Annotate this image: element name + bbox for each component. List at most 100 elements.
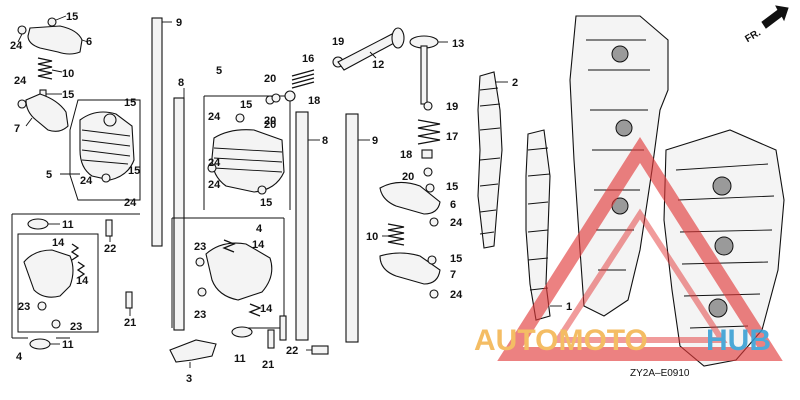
rocker-shaft-9-left[interactable]: [151, 17, 163, 247]
camshafts: [477, 71, 562, 321]
washer-20-right[interactable]: [423, 167, 433, 177]
nut-23-left-a[interactable]: [37, 301, 47, 311]
nut-23-middle-b[interactable]: [197, 287, 207, 297]
cylinder-heads: [569, 15, 785, 367]
rocker-shaft-9-center[interactable]: [345, 113, 359, 343]
callout-14: 14: [252, 239, 265, 251]
valve-12[interactable]: [337, 33, 397, 71]
cylinder-head-rear[interactable]: [569, 15, 669, 317]
callout-numbers: 15 24 6 10 24 15 7 9 8 15 5 24 15 24 11 …: [10, 11, 572, 385]
rocker-shaft-8-left[interactable]: [173, 97, 185, 331]
diagram-code: ZY2A–E0910: [630, 368, 690, 379]
callout-24: 24: [80, 175, 93, 187]
rocker-stack-middle[interactable]: [211, 129, 285, 193]
callout-21: 21: [262, 359, 274, 371]
valve-spring-17[interactable]: [417, 119, 441, 145]
rocker-arm-7-right[interactable]: [379, 252, 441, 285]
arrow-up-right-icon: [761, 5, 789, 29]
callout-7: 7: [14, 123, 20, 135]
callout-10: 10: [366, 231, 378, 243]
rocker-arm-sub-middle[interactable]: [205, 242, 273, 301]
callout-12: 12: [372, 59, 384, 71]
valve-head-12[interactable]: [391, 27, 405, 49]
stack-pin-left[interactable]: [103, 113, 117, 127]
bolt-15-right-a[interactable]: [425, 183, 435, 193]
seal-18-right[interactable]: [421, 149, 433, 159]
rocker-shaft-8-center[interactable]: [295, 111, 309, 341]
camshaft-1[interactable]: [525, 129, 551, 321]
bolt-22-left[interactable]: [105, 219, 113, 237]
callout-24: 24: [208, 157, 221, 169]
callout-11: 11: [234, 353, 246, 365]
watermark-triangle-icon: [497, 136, 783, 361]
rocker-arm-sub-left[interactable]: [23, 249, 74, 298]
bolt-21-middle-b[interactable]: [279, 315, 287, 341]
callout-14: 14: [76, 275, 89, 287]
valve-stem-13[interactable]: [420, 45, 428, 105]
callout-15: 15: [124, 97, 136, 109]
bolt-22-center[interactable]: [311, 345, 329, 355]
washer-11-middle[interactable]: [231, 326, 253, 338]
callout-7: 7: [450, 269, 456, 281]
callout-15: 15: [62, 89, 74, 101]
nut-left-mid[interactable]: [17, 99, 27, 109]
front-direction-indicator: FR.: [743, 5, 789, 45]
rocker-arm-top-left[interactable]: [27, 25, 83, 55]
stack-bolt-middle[interactable]: [235, 113, 245, 123]
watermark-brand-part2: HUB: [706, 324, 771, 357]
spring-14-middle-b[interactable]: [248, 303, 262, 317]
callout-15: 15: [446, 181, 458, 193]
bracket-3[interactable]: [169, 339, 217, 363]
cotter-19-right[interactable]: [423, 101, 433, 111]
nut-23-left-b[interactable]: [51, 319, 61, 329]
spring-10-right[interactable]: [387, 223, 405, 246]
stack-nut-left[interactable]: [101, 173, 111, 183]
camshaft-2[interactable]: [477, 71, 503, 249]
callout-4: 4: [256, 223, 263, 235]
washer-20-center[interactable]: [271, 93, 281, 103]
bolt-top-left[interactable]: [17, 25, 27, 35]
callout-15: 15: [240, 99, 252, 111]
nut-24-middle[interactable]: [207, 163, 217, 173]
callout-22: 22: [286, 345, 298, 357]
callout-6: 6: [450, 199, 456, 211]
spring-14-middle-a[interactable]: [222, 239, 236, 253]
spring-14-left-a[interactable]: [70, 243, 80, 261]
rocker-arm-6-right[interactable]: [379, 181, 441, 215]
nut-23-middle-a[interactable]: [195, 257, 205, 267]
callout-23: 23: [18, 301, 30, 313]
stack-nut-middle[interactable]: [257, 185, 267, 195]
callout-13: 13: [452, 38, 464, 50]
rocker-arm-7-left[interactable]: [25, 93, 69, 132]
callout-9: 9: [372, 135, 378, 147]
shafts-and-valves: [271, 27, 448, 355]
seal-18-center[interactable]: [284, 90, 296, 102]
callout-14: 14: [260, 303, 273, 315]
callout-3: 3: [186, 373, 192, 385]
bolt-21-left[interactable]: [125, 291, 133, 309]
callout-23: 23: [194, 241, 206, 253]
callout-15: 15: [66, 11, 78, 23]
spring-14-left-b[interactable]: [76, 261, 86, 279]
callout-5: 5: [216, 65, 222, 77]
washer-11-left-bottom[interactable]: [29, 338, 51, 350]
callout-24: 24: [450, 217, 463, 229]
callout-5: 5: [46, 169, 52, 181]
callout-2: 2: [512, 77, 518, 89]
bolt-15-right-b[interactable]: [427, 255, 437, 265]
nut-24-right-a[interactable]: [429, 217, 439, 227]
callout-9: 9: [176, 17, 182, 29]
callout-11: 11: [62, 219, 74, 231]
callout-8: 8: [322, 135, 328, 147]
valve-spring-16[interactable]: [291, 69, 315, 89]
nut-24-right-b[interactable]: [429, 289, 439, 299]
bolt-21-middle[interactable]: [267, 329, 275, 349]
rocker-arm-group-middle: [169, 95, 291, 368]
callout-15: 15: [260, 197, 272, 209]
callout-6: 6: [86, 36, 92, 48]
spring-left-top[interactable]: [37, 57, 53, 80]
callout-20: 20: [264, 115, 276, 127]
washer-11-left-top[interactable]: [27, 218, 49, 230]
nut-top-left[interactable]: [47, 17, 57, 27]
callout-24: 24: [14, 75, 27, 87]
